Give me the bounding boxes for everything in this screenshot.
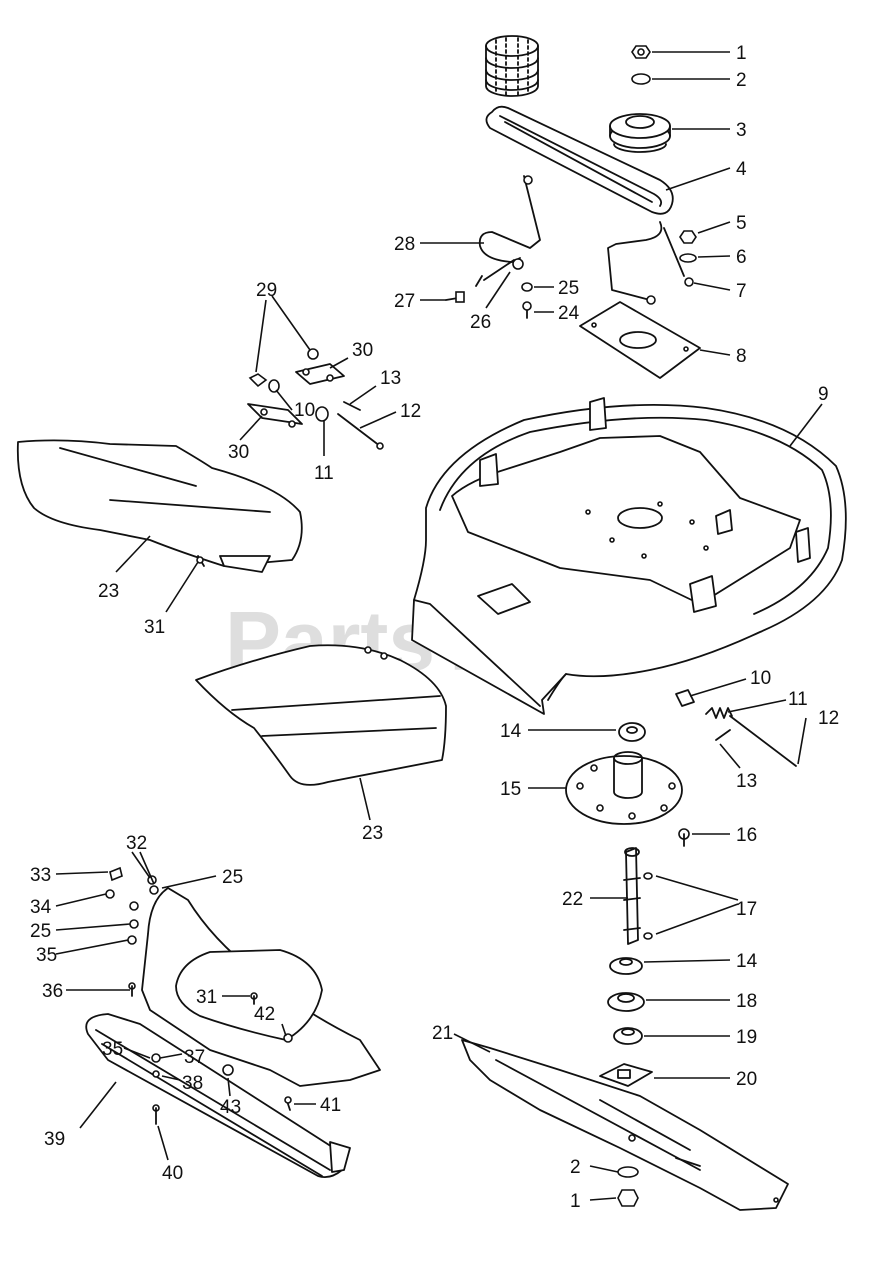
small-hardware-left bbox=[105, 866, 161, 1078]
callout-12b: 12 bbox=[818, 708, 839, 729]
lock-washer-2 bbox=[631, 73, 651, 85]
idler-arm-part bbox=[607, 221, 685, 305]
callout-23b: 23 bbox=[362, 823, 383, 844]
blade-21 bbox=[461, 1039, 789, 1211]
callout-14: 14 bbox=[500, 721, 522, 742]
callout-6: 6 bbox=[736, 247, 747, 268]
callout-12: 12 bbox=[400, 401, 421, 422]
spindle-shaft-22 bbox=[623, 847, 641, 945]
callout-1: 1 bbox=[736, 43, 747, 64]
callout-2b: 2 bbox=[570, 1157, 581, 1178]
callout-35b: 35 bbox=[102, 1039, 123, 1060]
callout-26: 26 bbox=[470, 312, 491, 333]
callout-25b: 25 bbox=[222, 867, 243, 888]
nut-5 bbox=[679, 230, 697, 244]
callout-33: 33 bbox=[30, 865, 51, 886]
callout-4: 4 bbox=[736, 159, 747, 180]
callout-13b: 13 bbox=[736, 771, 757, 792]
callout-3: 3 bbox=[736, 120, 747, 141]
nut-25 bbox=[521, 282, 533, 292]
deck-detail-lower-left bbox=[85, 887, 381, 1179]
v-belt-part bbox=[485, 105, 674, 215]
callout-17: 17 bbox=[736, 899, 757, 920]
callout-18: 18 bbox=[736, 991, 757, 1012]
discharge-chute-lower bbox=[195, 644, 447, 786]
callout-20: 20 bbox=[736, 1069, 757, 1090]
pin-10 bbox=[675, 689, 695, 707]
mower-deck-9 bbox=[411, 397, 847, 715]
bearing-14a bbox=[618, 722, 646, 742]
callout-30b: 30 bbox=[228, 442, 249, 463]
bolt-24 bbox=[522, 301, 532, 319]
rod-12 bbox=[729, 715, 797, 767]
callout-8: 8 bbox=[736, 346, 747, 367]
callout-37: 37 bbox=[184, 1047, 205, 1068]
callout-23: 23 bbox=[98, 581, 119, 602]
idler-bracket-part bbox=[475, 175, 541, 287]
adapter-20 bbox=[599, 1063, 653, 1087]
callout-21: 21 bbox=[432, 1023, 453, 1044]
callout-43: 43 bbox=[220, 1097, 241, 1118]
callout-15: 15 bbox=[500, 779, 521, 800]
callout-31: 31 bbox=[144, 617, 165, 638]
callout-14b: 14 bbox=[736, 951, 758, 972]
callout-30: 30 bbox=[352, 340, 373, 361]
leader-lines bbox=[55, 51, 823, 1201]
clip-13 bbox=[715, 729, 731, 741]
callout-labels: 1 2 3 4 5 6 7 8 9 28 25 27 26 24 29 30 1… bbox=[30, 43, 839, 1212]
mount-plate-8 bbox=[579, 301, 701, 379]
key-17 bbox=[643, 872, 653, 940]
pulley-part bbox=[609, 113, 671, 153]
bearing-14b bbox=[609, 957, 643, 975]
spacer-19 bbox=[613, 1027, 643, 1045]
spring-11 bbox=[705, 707, 733, 719]
bolt-27 bbox=[445, 291, 465, 303]
washer-6 bbox=[679, 253, 697, 263]
callout-35: 35 bbox=[36, 945, 57, 966]
callout-2: 2 bbox=[736, 70, 747, 91]
callout-34: 34 bbox=[30, 897, 52, 918]
callout-29: 29 bbox=[256, 280, 277, 301]
callout-9: 9 bbox=[818, 384, 829, 405]
callout-19: 19 bbox=[736, 1027, 757, 1048]
callout-10b: 10 bbox=[750, 668, 771, 689]
spool-part bbox=[485, 35, 539, 97]
callout-38: 38 bbox=[182, 1073, 203, 1094]
washer-2b bbox=[617, 1166, 639, 1178]
callout-11: 11 bbox=[314, 463, 334, 484]
callout-1b: 1 bbox=[570, 1191, 581, 1212]
spacer-7 bbox=[684, 277, 694, 287]
callout-36: 36 bbox=[42, 981, 63, 1002]
callout-27: 27 bbox=[394, 291, 415, 312]
spindle-housing-15 bbox=[565, 751, 683, 825]
nut-1b bbox=[617, 1189, 639, 1207]
callout-40: 40 bbox=[162, 1163, 183, 1184]
callout-24: 24 bbox=[558, 303, 580, 324]
callout-16: 16 bbox=[736, 825, 757, 846]
seal-18 bbox=[607, 992, 645, 1012]
callout-28: 28 bbox=[394, 234, 415, 255]
callout-25c: 25 bbox=[30, 921, 51, 942]
callout-42: 42 bbox=[254, 1004, 275, 1025]
callout-13: 13 bbox=[380, 368, 401, 389]
callout-41: 41 bbox=[320, 1095, 341, 1116]
discharge-chute-upper bbox=[16, 439, 303, 573]
callout-5: 5 bbox=[736, 213, 747, 234]
callout-22: 22 bbox=[562, 889, 583, 910]
callout-31b: 31 bbox=[196, 987, 217, 1008]
callout-7: 7 bbox=[736, 281, 747, 302]
callout-39: 39 bbox=[44, 1129, 65, 1150]
hinge-hardware bbox=[247, 348, 384, 450]
callout-25: 25 bbox=[558, 278, 579, 299]
callout-11b: 11 bbox=[788, 689, 808, 710]
callout-32: 32 bbox=[126, 833, 147, 854]
callout-10: 10 bbox=[294, 400, 315, 421]
hex-nut-1 bbox=[631, 45, 651, 59]
bolt-16 bbox=[678, 828, 690, 847]
